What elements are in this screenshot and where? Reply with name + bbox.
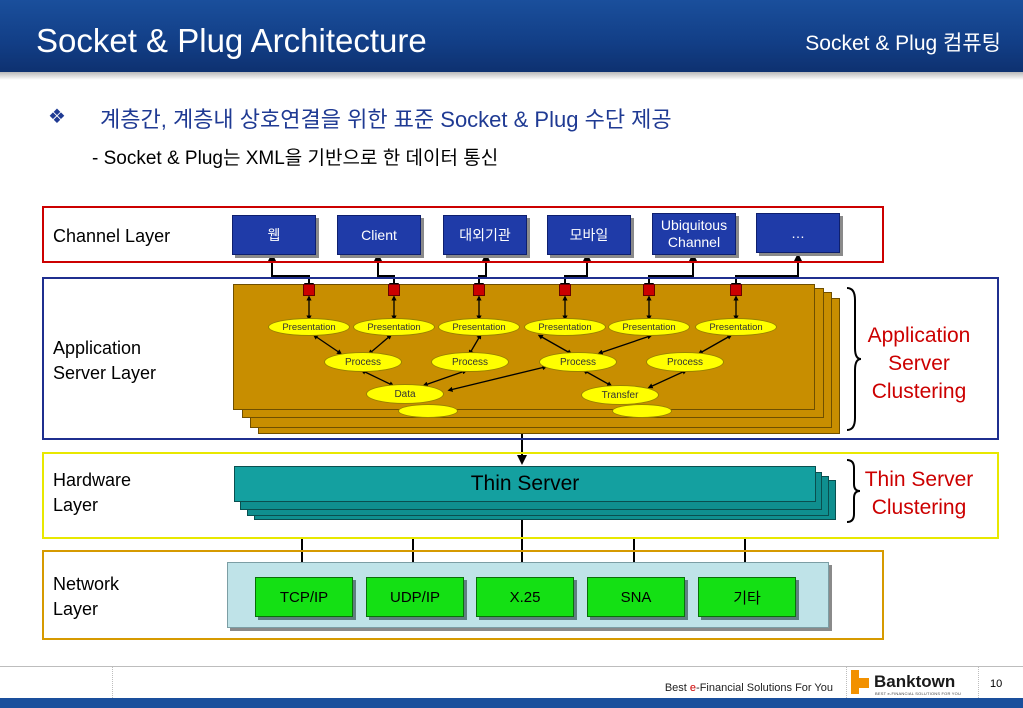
brand-name: Banktown <box>874 672 956 691</box>
sna-button[interactable]: SNA <box>587 577 685 617</box>
socket-connector <box>473 284 485 296</box>
presentation-node: Presentation <box>353 318 435 336</box>
channel-mobile-button[interactable]: 모바일 <box>547 215 631 255</box>
footer-divider-mid <box>846 666 848 698</box>
channel-web-button[interactable]: 웹 <box>232 215 316 255</box>
app-server-clustering-label: Application Server Clustering <box>867 324 971 403</box>
tcpip-button[interactable]: TCP/IP <box>255 577 353 617</box>
banktown-logo-icon <box>851 670 869 694</box>
title-bar-shadow <box>0 72 1023 80</box>
channel-layer-box <box>42 206 884 263</box>
process-node: Process <box>431 352 509 372</box>
hardware-layer-label: Hardware Layer <box>53 470 132 515</box>
presentation-node: Presentation <box>438 318 520 336</box>
footer-divider-left <box>112 666 114 698</box>
application-layer-label: Application Server Layer <box>53 338 157 383</box>
channel-layer-label: Channel Layer <box>53 226 171 246</box>
page-number: 10 <box>990 678 1003 690</box>
socket-connector <box>730 284 742 296</box>
brand-subtitle: BEST e-FINANCIAL SOLUTIONS FOR YOU <box>875 691 962 696</box>
channel-client-button[interactable]: Client <box>337 215 421 255</box>
presentation-node: Presentation <box>695 318 777 336</box>
other-protocol-button[interactable]: 기타 <box>698 577 796 617</box>
diamond-bullet-icon: ❖ <box>48 106 66 128</box>
sub-text: - Socket & Plug는 XML을 기반으로 한 데이터 통신 <box>92 148 499 169</box>
bullet-text: 계층간, 계층내 상호연결을 위한 표준 Socket & Plug 수단 제공 <box>100 107 672 132</box>
socket-connector <box>303 284 315 296</box>
thin-server: Thin Server <box>234 466 816 502</box>
transfer-oval-shadow <box>612 404 672 418</box>
page-title: Socket & Plug Architecture <box>36 22 427 59</box>
network-layer-box <box>42 550 884 640</box>
data-node: Data <box>366 384 444 404</box>
presentation-node: Presentation <box>608 318 690 336</box>
thin-server-clustering-label: Thin Server Clustering <box>864 468 974 519</box>
footer-tagline: Best e-Financial Solutions For You <box>664 682 833 694</box>
title-bar <box>0 0 1023 72</box>
data-oval-shadow <box>398 404 458 418</box>
channel-external-button[interactable]: 대외기관 <box>443 215 527 255</box>
socket-connector <box>388 284 400 296</box>
channel-ubiquitous-button[interactable]: Ubiquitous Channel <box>652 213 736 255</box>
application-layer-box <box>42 277 999 440</box>
udpip-button[interactable]: UDP/IP <box>366 577 464 617</box>
presentation-node: Presentation <box>524 318 606 336</box>
socket-connector <box>643 284 655 296</box>
footer-divider-right <box>978 666 980 698</box>
x25-button[interactable]: X.25 <box>476 577 574 617</box>
app-cluster-brace-icon <box>846 287 862 431</box>
thin-cluster-brace-icon <box>846 459 861 523</box>
presentation-node: Presentation <box>268 318 350 336</box>
network-layer-label: Network Layer <box>53 574 120 619</box>
footer-divider <box>0 666 1023 667</box>
hardware-layer-box <box>42 452 999 539</box>
channel-more-button[interactable]: … <box>756 213 840 253</box>
section-title: Socket & Plug 컴퓨팅 <box>805 32 1001 55</box>
transfer-node: Transfer <box>581 385 659 405</box>
process-node: Process <box>646 352 724 372</box>
process-node: Process <box>324 352 402 372</box>
footer-bar <box>0 698 1023 708</box>
process-node: Process <box>539 352 617 372</box>
socket-connector <box>559 284 571 296</box>
